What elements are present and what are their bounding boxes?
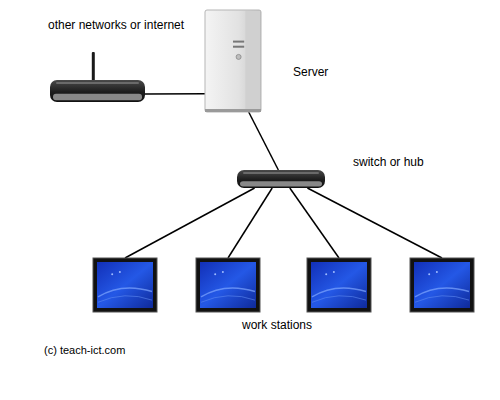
workstation-monitor [410,258,474,312]
node-label: other networks or internet [48,18,218,32]
monitor-outline [307,258,371,312]
switch-outline [237,170,325,188]
server-base [205,109,261,112]
device-highlight [56,82,139,84]
screen-dot [111,273,113,275]
device-front-strip [53,94,142,101]
drive-slot [233,41,244,43]
server-tower: Server [205,10,261,112]
screen-dot [325,273,327,275]
router-device: other networks or internet [50,80,145,102]
monitor-screen [311,262,367,308]
workstation-monitor [93,258,157,312]
server-outline [205,10,261,112]
monitor-screen [97,262,153,308]
screen-dot [428,273,430,275]
monitor-outline [93,258,157,312]
monitor-outline [196,258,260,312]
copyright-note: (c) teach-ict.com [44,343,204,357]
screen-swirl [415,296,469,303]
server-body [205,10,261,112]
network-cable [290,188,339,258]
network-cable [249,112,279,170]
screen-swirl [201,296,255,303]
device-front-strip [240,181,322,186]
workstation-monitor [307,258,371,312]
switch-device: switch or hub [237,170,325,188]
screen-dot [333,271,335,273]
screen-swirl [98,296,152,303]
group-label: work stations [242,318,362,332]
device-body [50,80,145,102]
screen-dot [119,271,121,273]
device-highlight [243,172,319,174]
screen-dot [222,271,224,273]
workstation-monitor [196,258,260,312]
monitor-frame [93,258,157,312]
monitor-screen [414,262,470,308]
network-cable [307,188,442,258]
network-cable [228,188,272,258]
node-label: Server [293,65,373,79]
monitor-outline [410,258,474,312]
device-body [237,170,325,188]
screen-swirl [312,296,366,303]
monitor-frame [410,258,474,312]
node-label: switch or hub [353,155,473,169]
monitor-frame [307,258,371,312]
server-side-face [245,11,260,111]
monitor-screen [200,262,256,308]
power-button [236,54,241,59]
screen-dot [214,273,216,275]
drive-slot [233,46,244,48]
network-cable [145,93,205,95]
router-antenna [92,52,95,82]
router-outline [50,80,145,102]
screen-dot [436,271,438,273]
monitor-frame [196,258,260,312]
